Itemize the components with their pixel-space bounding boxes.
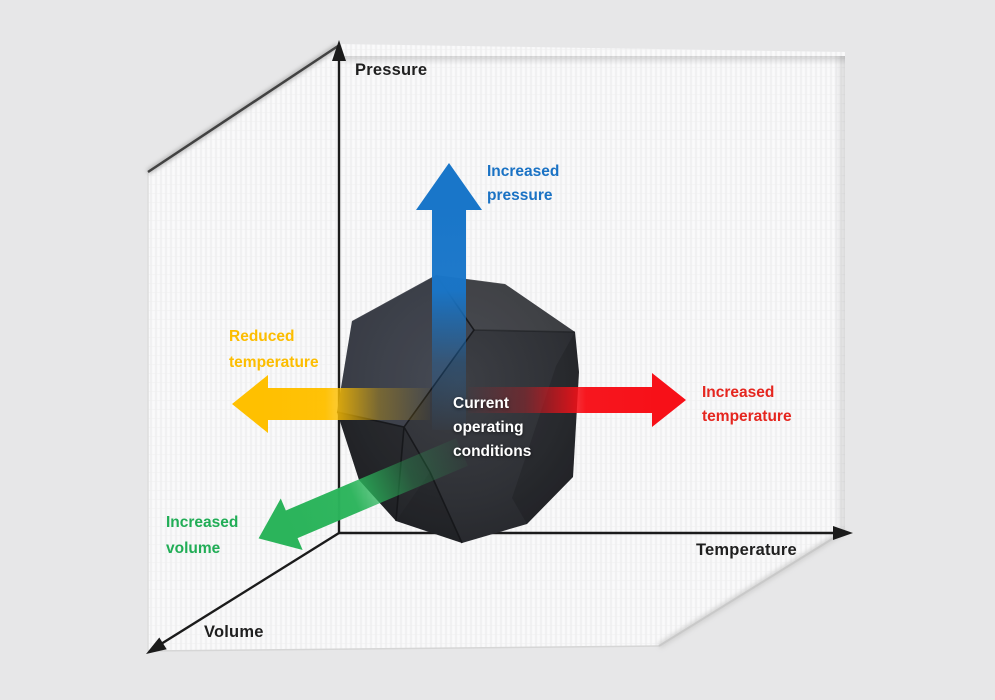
reduced-temperature-arrow [232, 375, 430, 433]
increased-temperature-label: Increased temperature [702, 384, 792, 425]
volume-axis-arrowhead [146, 637, 167, 654]
increased-pressure-arrow [416, 163, 482, 430]
increased-volume-label: Increased volume [166, 514, 239, 557]
temperature-axis-arrowhead [833, 526, 853, 540]
increased-temperature-arrow [468, 373, 686, 427]
change-arrows [232, 163, 686, 551]
volume-axis [160, 531, 340, 646]
temperature-axis-label: Temperature [696, 541, 797, 559]
current-operating-conditions-label: Current operating conditions [453, 395, 532, 460]
pressure-axis-arrowhead [332, 40, 346, 61]
reduced-temperature-label: Reduced temperature [229, 328, 319, 371]
volume-axis-label: Volume [204, 623, 264, 641]
pressure-axis-label: Pressure [355, 61, 428, 79]
increased-pressure-label: Increased pressure [487, 163, 560, 204]
plane-light-edges [147, 172, 847, 652]
axes [146, 40, 853, 654]
back-wall-borders [146, 43, 848, 534]
increased-volume-arrow [258, 438, 468, 551]
